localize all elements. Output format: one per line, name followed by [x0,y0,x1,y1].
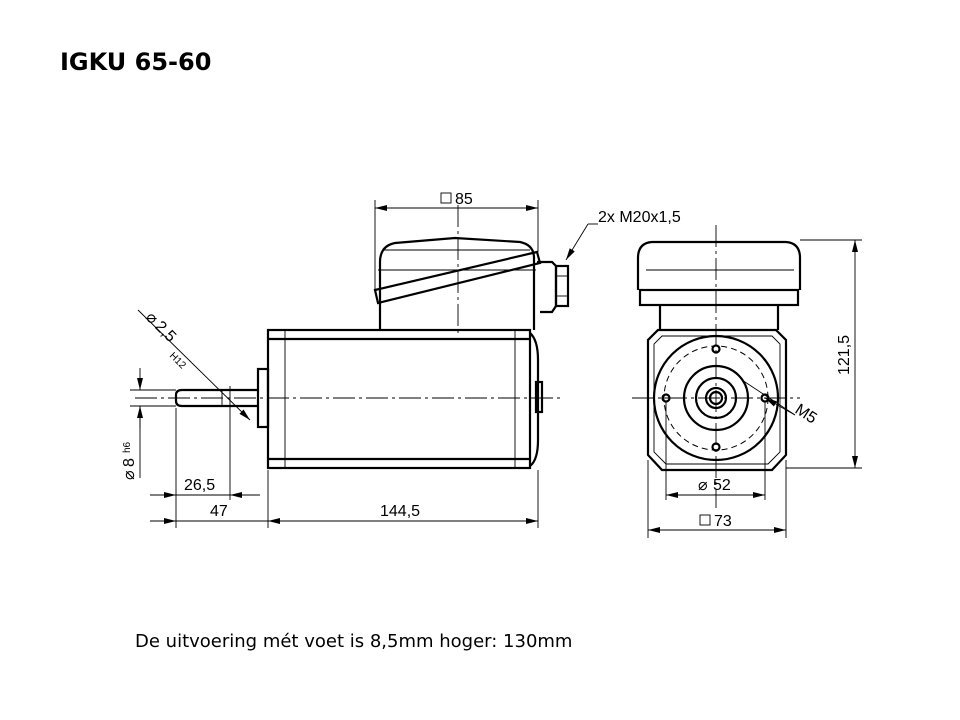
label-body-length: 144,5 [380,503,420,520]
label-cable-gland: 2x M20x1,5 [598,209,681,226]
terminal-box-front [636,240,802,330]
label-flange-square: 73 [714,513,732,530]
label-shaft-hole: 2,5 [151,318,179,346]
motor-body [256,328,544,470]
dimension-shaft-length: 26,5 [150,408,260,528]
side-view: 85 2x M20x1,5 ⌀ 2,5 H12 ⌀ 8 [121,191,681,528]
drawing-title: IGKU 65-60 [60,48,212,76]
label-front-length: 47 [210,503,228,520]
dimension-height: 121,5 [786,239,862,469]
label-bolt-circle: 52 [713,477,731,494]
label-height: 121,5 [836,335,853,375]
dimension-thread: M5 [741,379,820,428]
diameter-symbol-bolt-circle: ⌀ [698,477,708,494]
dimension-cable-gland: 2x M20x1,5 [565,209,681,261]
dimension-flange-square: 73 [647,460,787,538]
label-box-width: 85 [455,191,473,208]
dimension-bolt-circle: ⌀ 52 [665,402,766,500]
dimension-shaft-diameter: ⌀ 8 h6 [121,368,176,480]
terminal-box [373,205,570,335]
footnote: De uitvoering mét voet is 8,5mm hoger: 1… [135,631,573,652]
label-shaft-hole-tol: H12 [167,351,188,372]
front-view: M5 121,5 ⌀ 52 73 [632,225,862,538]
dimension-shaft-hole: ⌀ 2,5 H12 [137,309,251,421]
label-thread: M5 [792,401,820,427]
dimension-box-width: 85 [374,191,539,290]
label-shaft-tol: h6 [122,441,133,453]
label-shaft-length: 26,5 [184,477,215,494]
diameter-symbol-shaft: ⌀ [121,470,138,480]
label-shaft-diameter: 8 [121,458,138,467]
dimension-body-length: 47 144,5 [150,470,539,528]
motor-shaft [174,386,258,412]
